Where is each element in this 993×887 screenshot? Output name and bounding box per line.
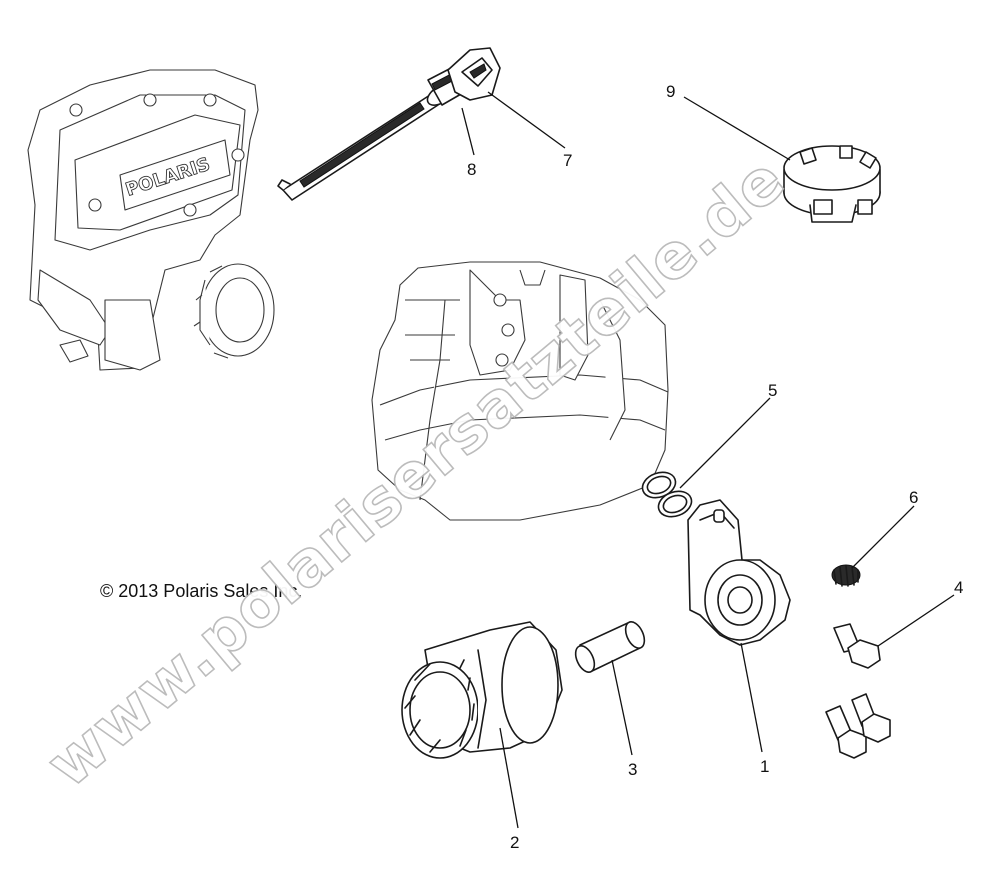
o-rings (641, 471, 693, 518)
leader-lines (461, 91, 955, 829)
callout-7: 7 (563, 151, 572, 170)
callout-1: 1 (760, 757, 769, 776)
engine-cover-reference: POLARIS (27, 69, 275, 371)
oil-tank-cap (783, 145, 881, 223)
callout-2: 2 (510, 833, 519, 852)
callout-labels: 9 7 8 5 6 4 1 3 2 (467, 82, 963, 852)
callout-8: 8 (467, 160, 476, 179)
callout-6: 6 (909, 488, 918, 507)
crankcase-reference (371, 261, 669, 521)
copyright-notice: © 2013 Polaris Sales Inc. (100, 581, 302, 601)
callout-4: 4 (954, 578, 963, 597)
dipstick (277, 65, 469, 201)
callout-5: 5 (768, 381, 777, 400)
dipstick-cap (447, 47, 501, 101)
spacer-tube (574, 621, 646, 673)
callout-3: 3 (628, 760, 637, 779)
drain-plug (831, 564, 861, 587)
mounting-bolts (825, 623, 891, 759)
oil-filter-adapter (687, 499, 791, 646)
callout-9: 9 (666, 82, 675, 101)
oil-filter (401, 621, 563, 759)
